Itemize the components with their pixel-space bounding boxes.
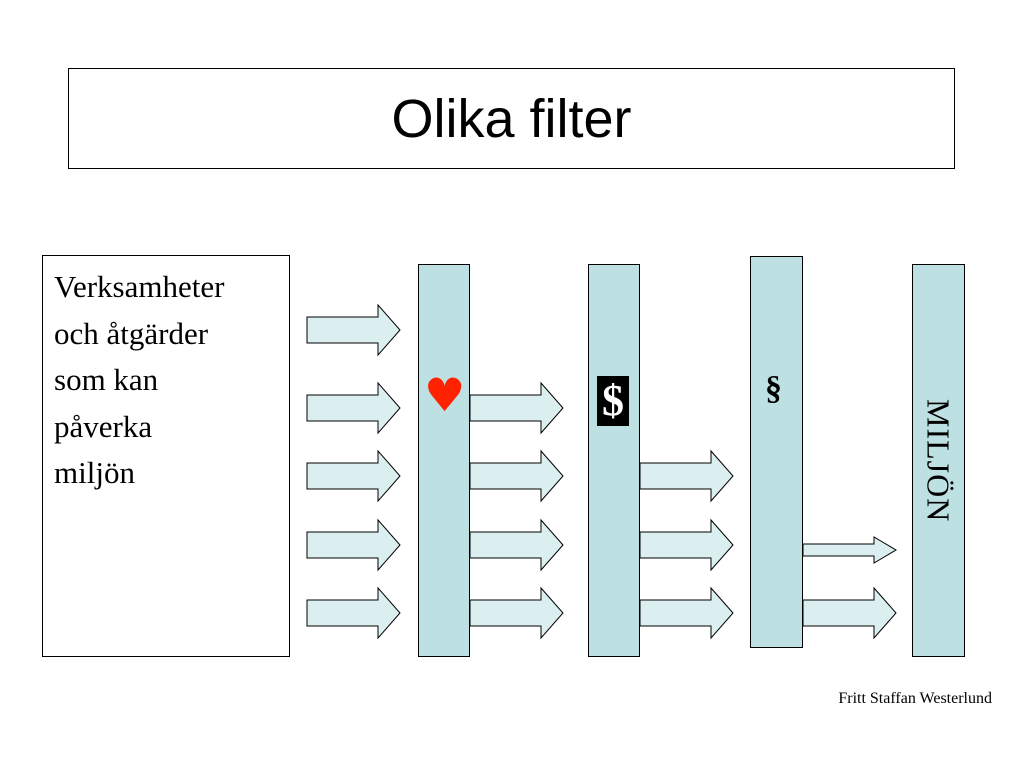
arrow-law-out-2 [802,586,897,640]
arrow-heart-out-3 [469,518,564,572]
box-line-5: miljön [54,455,135,490]
box-line-1: Verksamheter [54,269,225,304]
arrow-law-out-1 [802,536,897,564]
arrow-money-out-1 [639,449,734,503]
environment-label-box: MILJÖN [912,264,964,657]
filter-bar-heart [418,264,470,657]
filter-bar-law [750,256,803,648]
arrow-in-5 [306,586,401,640]
arrow-money-out-2 [639,518,734,572]
dollar-icon: $ [597,376,629,426]
arrow-heart-out-1 [469,381,564,435]
box-line-4: påverka [54,408,153,444]
slide-title: Olika filter [391,88,632,149]
box-line-3: som kan [54,362,159,397]
box-line-2: och åtgärder [54,315,209,351]
title-box: Olika filter [68,68,955,169]
arrow-heart-out-2 [469,449,564,503]
activities-box: Verksamheter och åtgärder som kan påverk… [42,255,290,657]
arrow-in-1 [306,303,401,357]
arrow-in-4 [306,518,401,572]
arrow-in-2 [306,381,401,435]
arrow-money-out-3 [639,586,734,640]
section-sign-icon: § [765,370,782,407]
footer-credit: Fritt Staffan Westerlund [838,690,992,707]
arrow-heart-out-4 [469,586,564,640]
arrow-in-3 [306,449,401,503]
heart-icon: ♥ [424,368,466,422]
filter-bar-money [588,264,640,657]
filter-bar-environment [912,264,965,657]
environment-label: MILJÖN [920,398,957,523]
